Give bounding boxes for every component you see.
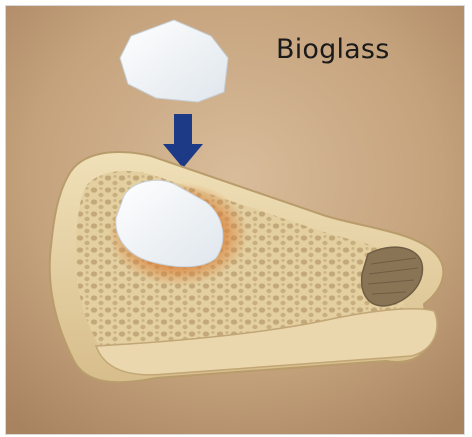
bone-illustration: [6, 6, 464, 434]
bioglass-label: Bioglass: [276, 34, 389, 65]
illustration-frame: Bioglass: [5, 5, 465, 435]
